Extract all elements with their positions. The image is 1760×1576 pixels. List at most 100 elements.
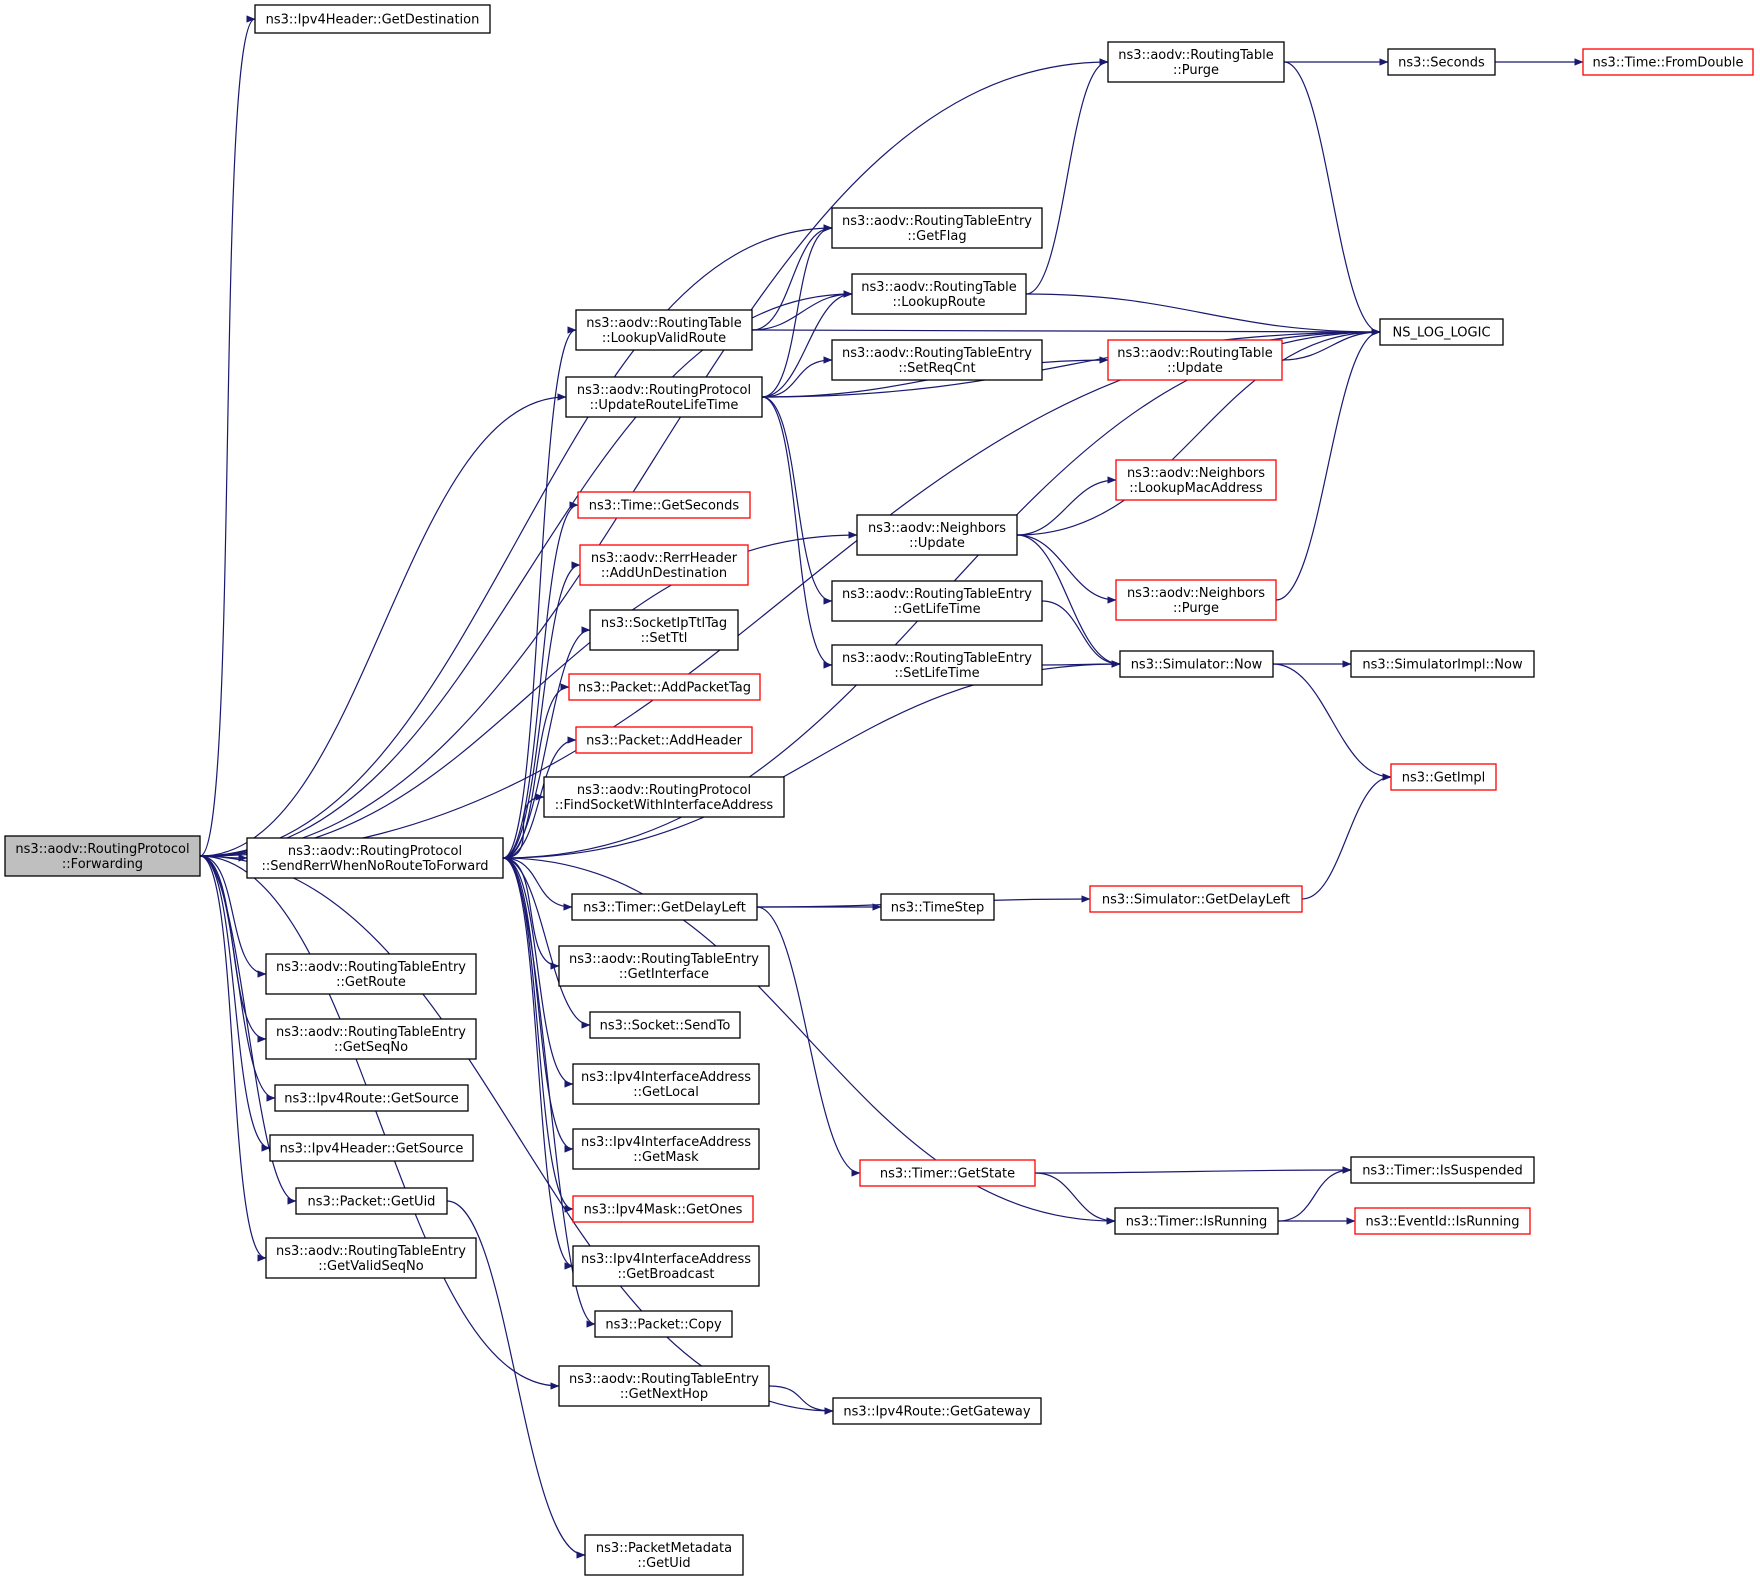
node-ifaddr-getmask[interactable]: ns3::Ipv4InterfaceAddress::GetMask xyxy=(572,1128,760,1170)
node-rte-setreqcnt[interactable]: ns3::aodv::RoutingTableEntry::SetReqCnt xyxy=(831,339,1043,381)
node-pkt-addtag[interactable]: ns3::Packet::AddPacketTag xyxy=(568,673,761,701)
node-box xyxy=(589,609,739,651)
edge-rp-senderr-to-sock-sendto xyxy=(502,857,591,1029)
node-label-line: ns3::Ipv4Route::GetSource xyxy=(284,1092,458,1107)
node-rt-lookuproute[interactable]: ns3::aodv::RoutingTable::LookupRoute xyxy=(851,273,1027,315)
edge-forwarding-to-rte-getnexthop xyxy=(199,855,560,1390)
edge-rt-lookuproute-to-ns-log-logic xyxy=(1025,293,1381,336)
node-sim-now[interactable]: ns3::Simulator::Now xyxy=(1119,650,1274,678)
node-label-line: ::GetUid xyxy=(637,1556,690,1571)
node-simimpl-now[interactable]: ns3::SimulatorImpl::Now xyxy=(1350,650,1535,678)
node-rte-setlifetime[interactable]: ns3::aodv::RoutingTableEntry::SetLifeTim… xyxy=(831,644,1043,686)
node-rte-getseqno[interactable]: ns3::aodv::RoutingTableEntry::GetSeqNo xyxy=(265,1018,477,1060)
node-pkt-getuid[interactable]: ns3::Packet::GetUid xyxy=(295,1187,448,1215)
node-time-fromdouble[interactable]: ns3::Time::FromDouble xyxy=(1582,48,1754,76)
edge-nb-purge-to-ns-log-logic xyxy=(1275,328,1381,601)
edge-rp-senderr-to-rp-findsocket xyxy=(502,793,545,859)
edge-rp-updatelife-to-ns-log-logic xyxy=(761,328,1381,398)
node-rp-updatelife[interactable]: ns3::aodv::RoutingProtocol::UpdateRouteL… xyxy=(565,376,763,418)
node-timer-isrunning[interactable]: ns3::Timer::IsRunning xyxy=(1114,1207,1279,1235)
node-rerr-addun[interactable]: ns3::aodv::RerrHeader::AddUnDestination xyxy=(579,544,749,586)
node-nb-update[interactable]: ns3::aodv::Neighbors::Update xyxy=(856,514,1018,556)
node-rte-getroute[interactable]: ns3::aodv::RoutingTableEntry::GetRoute xyxy=(265,953,477,995)
node-rt-purge[interactable]: ns3::aodv::RoutingTable::Purge xyxy=(1107,41,1285,83)
edge-forwarding-to-ipv4hdr-getdest xyxy=(199,15,256,857)
node-nb-purge[interactable]: ns3::aodv::Neighbors::Purge xyxy=(1115,579,1277,621)
node-box xyxy=(831,207,1043,249)
node-box xyxy=(254,4,491,34)
node-label-line: ::Update xyxy=(909,536,965,551)
node-rt-update[interactable]: ns3::aodv::RoutingTable::Update xyxy=(1107,339,1283,381)
node-label-line: ns3::aodv::RoutingTableEntry xyxy=(569,952,759,967)
node-nb-lookupmac[interactable]: ns3::aodv::Neighbors::LookupMacAddress xyxy=(1115,459,1277,501)
node-pkt-copy[interactable]: ns3::Packet::Copy xyxy=(594,1310,733,1338)
node-label-line: ::GetMask xyxy=(633,1150,699,1165)
edge-rt-purge-to-ns-log-logic xyxy=(1283,61,1381,336)
node-ifaddr-getlocal[interactable]: ns3::Ipv4InterfaceAddress::GetLocal xyxy=(572,1063,760,1105)
edge-rp-senderr-to-ifaddr-getlocal xyxy=(502,857,574,1088)
node-timer-getstate[interactable]: ns3::Timer::GetState xyxy=(859,1159,1036,1187)
node-getimpl[interactable]: ns3::GetImpl xyxy=(1390,763,1497,791)
node-ipv4hdr-getdest[interactable]: ns3::Ipv4Header::GetDestination xyxy=(254,4,491,34)
node-box xyxy=(543,776,785,818)
node-timer-getdelayleft[interactable]: ns3::Timer::GetDelayLeft xyxy=(571,893,758,921)
node-label-line: ::GetBroadcast xyxy=(617,1267,714,1282)
node-ifaddr-getbroadcast[interactable]: ns3::Ipv4InterfaceAddress::GetBroadcast xyxy=(572,1245,760,1287)
node-eventid-isrunning[interactable]: ns3::EventId::IsRunning xyxy=(1354,1207,1531,1235)
node-pkt-addheader[interactable]: ns3::Packet::AddHeader xyxy=(575,726,753,754)
node-label-line: ns3::Simulator::GetDelayLeft xyxy=(1102,893,1290,908)
node-box xyxy=(572,1128,760,1170)
node-rte-getnexthop[interactable]: ns3::aodv::RoutingTableEntry::GetNextHop xyxy=(558,1365,770,1407)
node-label-line: ::Forwarding xyxy=(62,857,143,872)
node-time-getseconds[interactable]: ns3::Time::GetSeconds xyxy=(577,491,751,519)
edge-rp-senderr-to-rt-lookupvalid xyxy=(502,326,577,859)
node-label-line: ::GetInterface xyxy=(619,967,709,982)
edge-rp-senderr-to-rte-getinterface xyxy=(502,857,560,970)
node-ipv4hdr-getsource[interactable]: ns3::Ipv4Header::GetSource xyxy=(269,1134,474,1162)
node-ns-log-logic[interactable]: NS_LOG_LOGIC xyxy=(1379,318,1504,346)
edge-forwarding-to-rte-getroute xyxy=(199,855,267,978)
edge-rt-lookupvalid-to-ns-log-logic xyxy=(751,328,1381,336)
node-label-line: ns3::Ipv4InterfaceAddress xyxy=(581,1070,751,1085)
edge-rp-senderr-to-sock-setttl xyxy=(502,626,591,859)
node-timer-issuspended[interactable]: ns3::Timer::IsSuspended xyxy=(1350,1156,1535,1184)
node-label-line: ns3::aodv::RoutingTable xyxy=(1118,48,1273,63)
node-label-line: ns3::TimeStep xyxy=(891,901,984,916)
node-label-line: ns3::Packet::GetUid xyxy=(308,1195,436,1210)
node-box xyxy=(577,491,751,519)
node-rte-getflag[interactable]: ns3::aodv::RoutingTableEntry::GetFlag xyxy=(831,207,1043,249)
node-ipv4route-getsource[interactable]: ns3::Ipv4Route::GetSource xyxy=(274,1084,469,1112)
node-pktmeta-getuid[interactable]: ns3::PacketMetadata::GetUid xyxy=(584,1534,744,1576)
node-box xyxy=(831,339,1043,381)
node-rte-getinterface[interactable]: ns3::aodv::RoutingTableEntry::GetInterfa… xyxy=(558,945,770,987)
node-box xyxy=(1107,41,1285,83)
node-mask-getones[interactable]: ns3::Ipv4Mask::GetOnes xyxy=(572,1195,754,1223)
node-rte-getlifetime[interactable]: ns3::aodv::RoutingTableEntry::GetLifeTim… xyxy=(831,580,1043,622)
node-rp-findsocket[interactable]: ns3::aodv::RoutingProtocol::FindSocketWi… xyxy=(543,776,785,818)
edge-sim-getdelayleft-to-getimpl xyxy=(1301,773,1392,900)
node-sim-getdelayleft[interactable]: ns3::Simulator::GetDelayLeft xyxy=(1089,885,1303,913)
node-label-line: ns3::Socket::SendTo xyxy=(600,1019,731,1034)
node-label-line: ns3::SocketIpTtlTag xyxy=(601,616,727,631)
node-rte-getvalidseqno[interactable]: ns3::aodv::RoutingTableEntry::GetValidSe… xyxy=(265,1237,477,1279)
node-timestep[interactable]: ns3::TimeStep xyxy=(880,893,995,921)
node-seconds[interactable]: ns3::Seconds xyxy=(1387,48,1496,76)
node-label-line: ns3::aodv::RoutingTableEntry xyxy=(842,346,1032,361)
node-label-line: ::GetNextHop xyxy=(620,1387,708,1402)
node-box xyxy=(832,1397,1042,1425)
node-forwarding[interactable]: ns3::aodv::RoutingProtocol::Forwarding xyxy=(4,835,201,877)
node-box xyxy=(572,1063,760,1105)
node-sock-sendto[interactable]: ns3::Socket::SendTo xyxy=(589,1011,741,1039)
node-label-line: ns3::SimulatorImpl::Now xyxy=(1362,658,1523,673)
node-label-line: ::SendRerrWhenNoRouteToForward xyxy=(261,859,488,874)
node-sock-setttl[interactable]: ns3::SocketIpTtlTag::SetTtl xyxy=(589,609,739,651)
node-box xyxy=(1390,763,1497,791)
edge-timer-getstate-to-timer-isrunning xyxy=(1034,1172,1116,1225)
node-rp-senderr[interactable]: ns3::aodv::RoutingProtocol::SendRerrWhen… xyxy=(246,837,504,879)
node-rt-lookupvalid[interactable]: ns3::aodv::RoutingTable::LookupValidRout… xyxy=(575,309,753,351)
node-label-line: ::Update xyxy=(1167,361,1223,376)
node-ipv4route-getgateway[interactable]: ns3::Ipv4Route::GetGateway xyxy=(832,1397,1042,1425)
node-label-line: ns3::aodv::Neighbors xyxy=(868,521,1006,536)
edge-rp-updatelife-to-rte-setlifetime xyxy=(761,396,833,669)
